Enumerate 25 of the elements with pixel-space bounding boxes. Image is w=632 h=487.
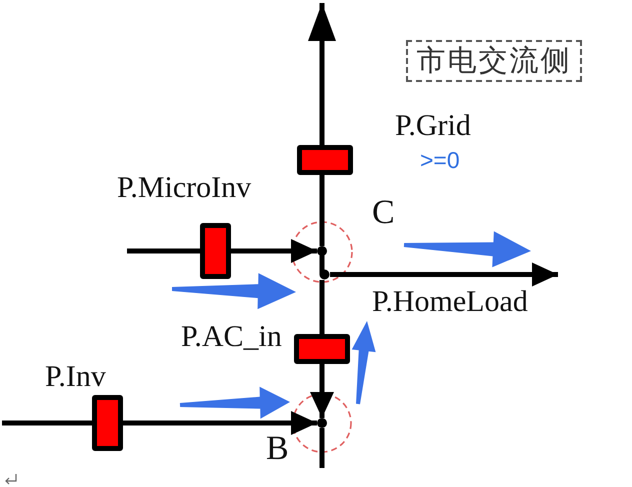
meter-symbol [200,223,231,279]
wire-arrow [308,3,336,145]
junction-dot [317,418,327,428]
junction-label: C [372,196,395,230]
meter-symbol [294,334,350,364]
wire [320,175,324,246]
meter-symbol [297,145,353,175]
wire-arrow [231,239,317,263]
meter-label: P.AC_in [181,322,282,352]
junction-label: B [266,432,289,466]
junction-dot [317,246,330,280]
wire [320,280,324,334]
wire-arrow [310,364,334,418]
condition-label: >=0 [420,149,460,172]
wire [127,248,200,254]
edge-label: P.HomeLoad [372,287,528,317]
meter-label: P.Inv [45,362,106,392]
meter-symbol [92,395,123,451]
meter-label: P.MicroInv [117,173,252,203]
wire-arrow [330,262,558,286]
wire [2,420,92,426]
meter-label: P.Grid [395,111,471,141]
wire-arrow [123,411,317,435]
area-label-box: 市电交流侧 [406,40,582,82]
wire [320,428,324,468]
